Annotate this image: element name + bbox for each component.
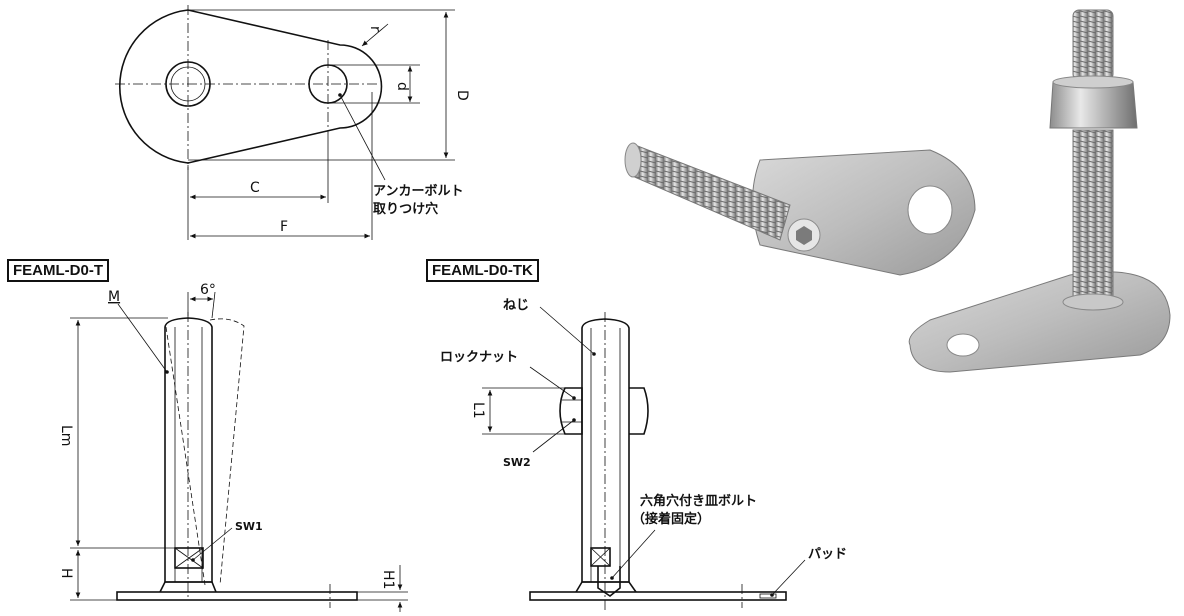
model-tk-title: FEAML-D0-TK [426, 259, 539, 282]
dim-Lm-label: Lm [58, 425, 74, 446]
screw-label: ねじ [503, 298, 529, 313]
bolt-label-1: 六角穴付き皿ボルト [640, 493, 757, 509]
anchor-hole [308, 64, 348, 104]
dim-H-label: H [58, 568, 74, 579]
dim-L1-label: L1 [470, 402, 486, 419]
sw1-label: SW1 [235, 520, 263, 533]
anchor-hole-label-2: 取りつけ穴 [373, 201, 438, 217]
dim-D-label: D [454, 90, 470, 101]
product-photo-leveling-foot-with-nut [908, 9, 1171, 373]
dim-r-label: r [367, 26, 383, 32]
product-photo-flat-leveling-foot [624, 142, 976, 276]
dim-M-label: M [108, 289, 120, 305]
dim-H1-label: H1 [380, 570, 396, 589]
dim-d-label: d [394, 82, 410, 91]
bolt-label-2: （接着固定） [632, 511, 710, 527]
dim-F-label: F [280, 219, 288, 235]
pad-label: パッド [808, 547, 847, 562]
model-t-drawing [116, 312, 358, 608]
locknut-label: ロックナット [440, 350, 518, 365]
center-hole [165, 61, 211, 107]
model-tk-drawing [529, 312, 787, 610]
model-t-title: FEAML-D0-T [7, 259, 109, 282]
sw2-label: SW2 [503, 456, 531, 469]
top-view-plate [115, 5, 383, 170]
angle-label: 6° [200, 282, 216, 298]
dim-C-label: C [250, 180, 260, 196]
anchor-hole-label-1: アンカーボルト [373, 183, 463, 199]
